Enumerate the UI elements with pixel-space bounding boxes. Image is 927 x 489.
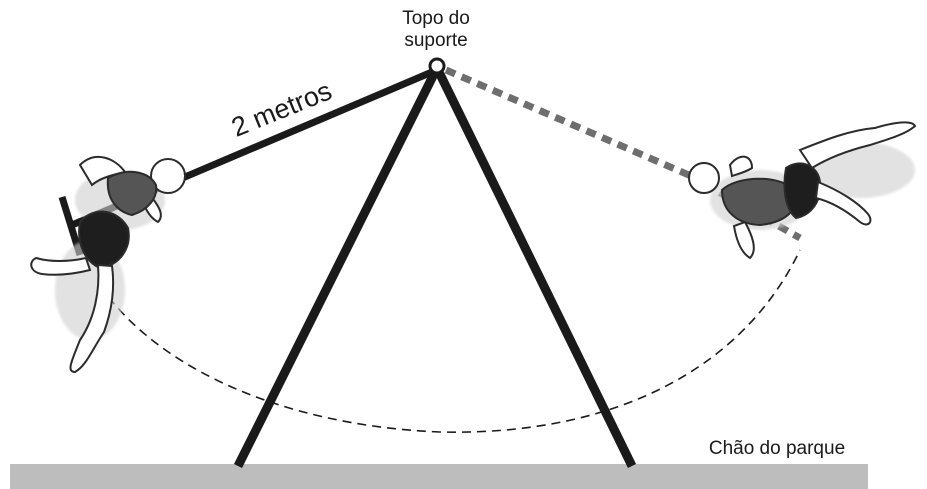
park-ground xyxy=(10,464,868,489)
swing-arc xyxy=(99,249,801,433)
child-right xyxy=(688,121,917,260)
frame-right-leg xyxy=(432,66,637,468)
pivot-point xyxy=(428,57,446,75)
frame-left-leg xyxy=(233,65,442,469)
child-left xyxy=(30,155,186,374)
support-top-label-line2: suporte xyxy=(404,30,467,51)
ground-label: Chão do parque xyxy=(709,438,845,459)
dotted-rope-right xyxy=(444,66,707,186)
support-top-label-line1: Topo do xyxy=(402,8,470,29)
